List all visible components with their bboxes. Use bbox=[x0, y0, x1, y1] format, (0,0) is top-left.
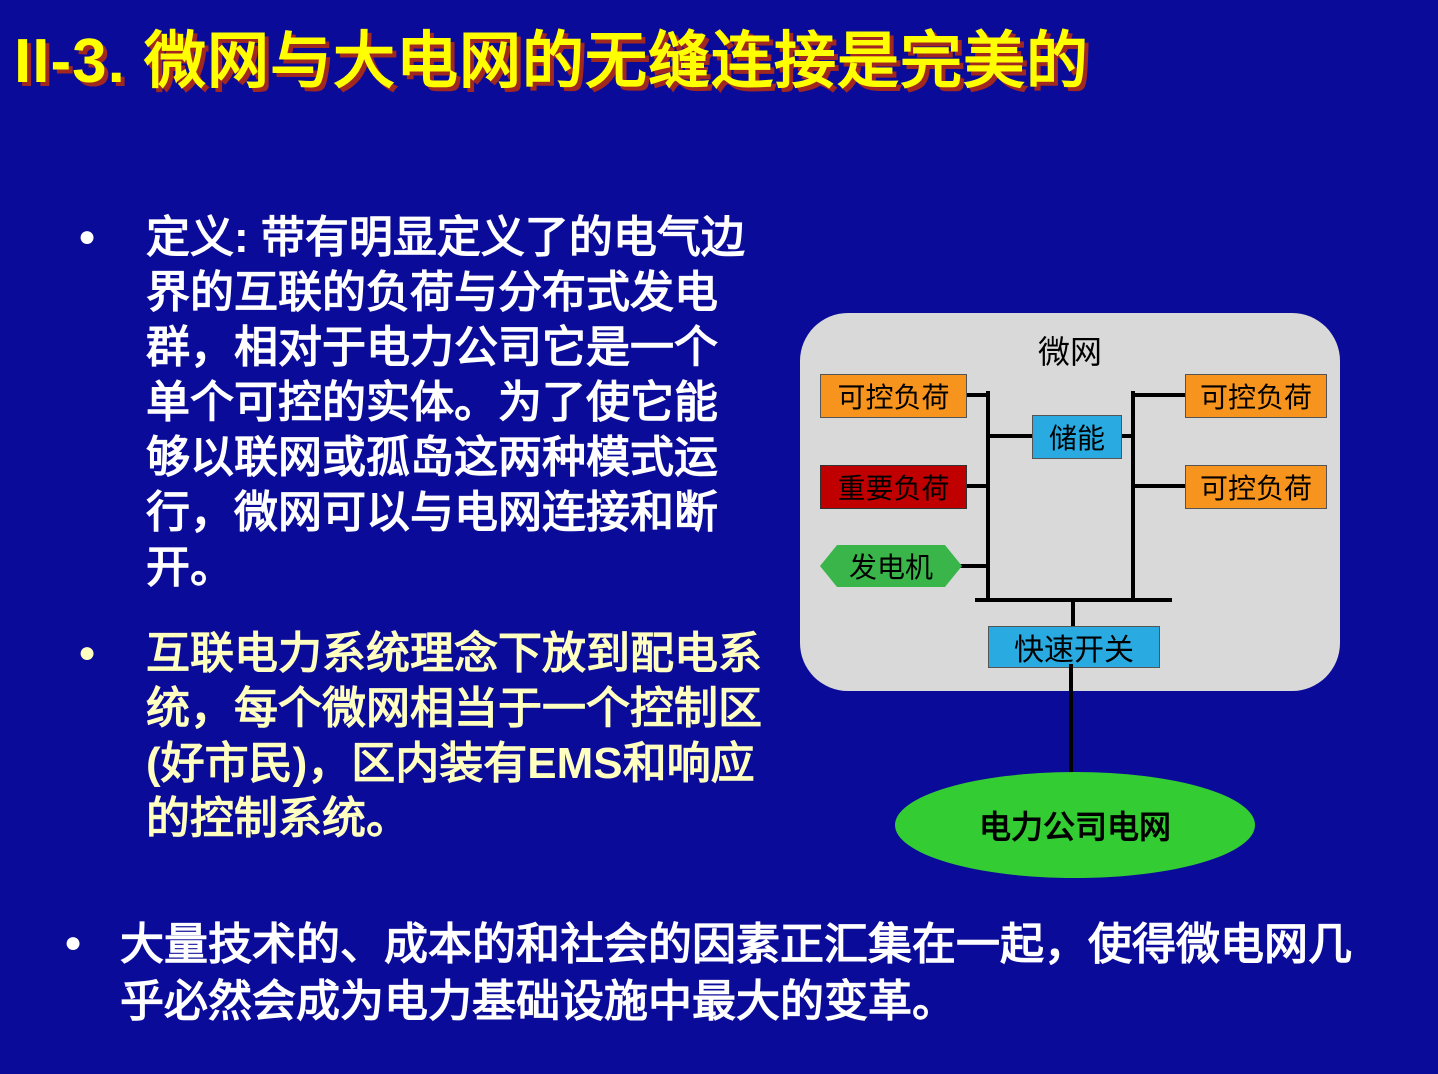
bus-line-right bbox=[1131, 391, 1135, 602]
node-storage: 储能 bbox=[1032, 415, 1122, 459]
bullet-definition: ● 定义: 带有明显定义了的电气边界的互联的负荷与分布式发电群，相对于电力公司它… bbox=[78, 210, 756, 595]
microgrid-diagram-panel: 微网 可控负荷 重要负荷 发电机 储能 可控负荷 可控负荷 快速开关 bbox=[800, 313, 1340, 691]
connector-load-left-top bbox=[965, 393, 990, 397]
node-fast-switch: 快速开关 bbox=[988, 626, 1160, 668]
connector-storage-left bbox=[990, 434, 1032, 438]
bullet-marker: ● bbox=[78, 636, 97, 669]
node-utility-grid: 电力公司电网 bbox=[895, 772, 1255, 878]
bus-line-left bbox=[986, 391, 990, 602]
connector-load-right-top bbox=[1135, 393, 1185, 397]
bullet-marker: ● bbox=[64, 926, 83, 959]
connector-switch bbox=[1071, 602, 1075, 626]
connector-important-load bbox=[965, 484, 990, 488]
node-generator: 发电机 bbox=[820, 545, 962, 587]
bullet-marker: ● bbox=[78, 220, 97, 253]
node-controllable-load-right-bottom: 可控负荷 bbox=[1185, 465, 1327, 509]
slide-title: II-3. 微网与大电网的无缝连接是完美的 bbox=[14, 27, 1090, 96]
bullet-interconnection: ● 互联电力系统理念下放到配电系统，每个微网相当于一个控制区(好市民)，区内装有… bbox=[78, 626, 766, 846]
connector-grid bbox=[1069, 664, 1073, 776]
node-controllable-load-left: 可控负荷 bbox=[820, 374, 967, 418]
node-important-load: 重要负荷 bbox=[820, 465, 967, 509]
bullet-conclusion-text: 大量技术的、成本的和社会的因素正汇集在一起，使得微电网几乎必然会成为电力基础设施… bbox=[120, 920, 1352, 1026]
bullet-definition-text: 定义: 带有明显定义了的电气边界的互联的负荷与分布式发电群，相对于电力公司它是一… bbox=[146, 213, 745, 592]
microgrid-label: 微网 bbox=[1037, 334, 1102, 370]
bullet-conclusion: ● 大量技术的、成本的和社会的因素正汇集在一起，使得微电网几乎必然会成为电力基础… bbox=[64, 916, 1370, 1030]
bus-line-bottom bbox=[975, 598, 1172, 602]
bullet-interconnection-text: 互联电力系统理念下放到配电系统，每个微网相当于一个控制区(好市民)，区内装有EM… bbox=[146, 629, 762, 843]
connector-generator bbox=[958, 564, 990, 568]
node-controllable-load-right-top: 可控负荷 bbox=[1185, 374, 1327, 418]
connector-load-right-bottom bbox=[1135, 484, 1185, 488]
connector-storage-right bbox=[1120, 434, 1133, 438]
